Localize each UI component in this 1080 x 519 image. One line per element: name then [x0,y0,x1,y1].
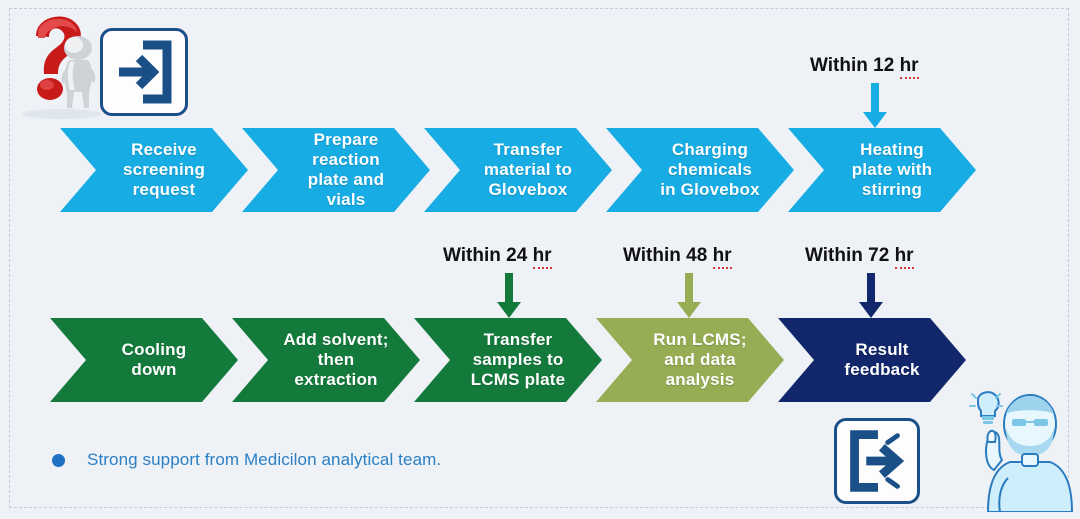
step-label: Receive screening request [122,140,206,199]
step-run-lcms-data-analysis[interactable]: Run LCMS; and data analysis [596,318,784,402]
step-label: Cooling down [121,340,187,379]
timing-within-72-hr-arrow [859,273,883,318]
timing-within-24-hr-label: Within 24 hr [443,245,552,269]
login-enter-icon-box [100,28,188,116]
step-receive-screening-request[interactable]: Receive screening request [60,128,248,212]
step-label: Prepare reaction plate and vials [307,130,385,209]
person-with-lightbulb-illustration [969,391,1074,512]
timing-unit: hr [899,55,919,79]
timing-within-12-hr-arrow [863,83,887,128]
timing-prefix: Within 24 [443,245,533,266]
step-label: Transfer material to Glovebox [483,140,573,199]
timing-within-72-hr-label: Within 72 hr [805,245,914,269]
step-label: Charging chemicals in Glovebox [660,140,760,199]
step-charging-chemicals[interactable]: Charging chemicals in Glovebox [606,128,794,212]
step-result-feedback[interactable]: Result feedback [778,318,966,402]
step-add-solvent-extraction[interactable]: Add solvent; then extraction [232,318,420,402]
footnote-text: Strong support from Medicilon analytical… [87,450,442,469]
step-label: Result feedback [844,340,920,379]
timing-prefix: Within 48 [623,245,713,266]
step-label: Heating plate with stirring [851,140,933,199]
lightbulb-icon [969,391,1003,424]
step-transfer-material-glovebox[interactable]: Transfer material to Glovebox [424,128,612,212]
timing-within-12-hr-label: Within 12 hr [810,55,919,79]
logout-exit-icon-box [834,418,920,504]
timing-unit: hr [712,245,732,269]
login-enter-icon [119,40,172,104]
logout-exit-icon [850,430,905,492]
step-cooling-down[interactable]: Cooling down [50,318,238,402]
timing-prefix: Within 12 [810,55,900,76]
timing-unit: hr [532,245,552,269]
timing-within-48-hr-label: Within 48 hr [623,245,732,269]
timing-prefix: Within 72 [805,245,895,266]
question-mark-figure-icon [22,16,102,119]
step-heating-plate-stirring[interactable]: Heating plate with stirring [788,128,976,212]
step-prepare-reaction-plate[interactable]: Prepare reaction plate and vials [242,128,430,212]
timing-within-24-hr-arrow [497,273,521,318]
bullet-dot-icon [52,453,65,467]
step-transfer-samples-lcms[interactable]: Transfer samples to LCMS plate [414,318,602,402]
step-label: Add solvent; then extraction [283,330,389,389]
step-label: Transfer samples to LCMS plate [470,330,566,389]
timing-within-48-hr-arrow [677,273,701,318]
timing-unit: hr [894,245,914,269]
footnote-row: Strong support from Medicilon analytical… [52,450,441,470]
step-label: Run LCMS; and data analysis [653,330,747,389]
